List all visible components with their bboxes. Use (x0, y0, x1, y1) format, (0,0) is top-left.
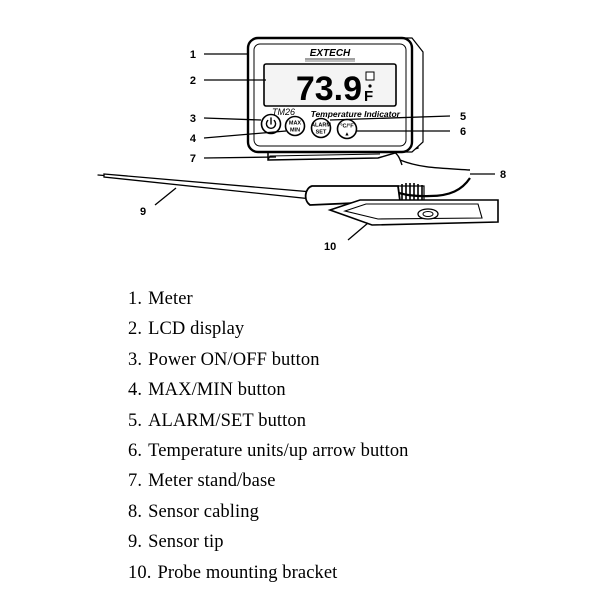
legend-item: 10.Probe mounting bracket (128, 558, 409, 588)
legend-item: 3.Power ON/OFF button (128, 345, 409, 375)
callout-number: 7 (190, 153, 196, 165)
lcd-battery-icon (365, 71, 375, 81)
lcd-display (263, 63, 397, 107)
callout-number: 6 (460, 126, 466, 138)
callout-number: 3 (190, 113, 196, 125)
alarm-set-button[interactable]: ALARM SET (310, 117, 331, 139)
units-label: °C/°F (340, 124, 354, 130)
legend-number: 7. (128, 471, 143, 492)
callout-number: 10 (324, 241, 336, 253)
sensor-probe (97, 173, 313, 200)
callout-number: 5 (460, 111, 466, 123)
legend-number: 8. (128, 501, 143, 522)
legend-number: 2. (128, 319, 143, 340)
callout-number: 4 (190, 133, 197, 145)
set-label: SET (316, 130, 327, 136)
lcd-unit: F (364, 88, 373, 105)
legend-number: 1. (128, 289, 143, 309)
sensor-cable (391, 149, 471, 198)
legend-item: 7.Meter stand/base (128, 466, 409, 496)
legend-number: 10. (128, 562, 152, 583)
legend-item: 1.Meter (128, 284, 409, 314)
legend-label: Power ON/OFF button (148, 349, 320, 370)
legend-label: LCD display (148, 319, 245, 340)
legend-item: 6.Temperature units/up arrow button (128, 436, 409, 466)
legend-item: 4.MAX/MIN button (128, 375, 409, 405)
callout-number: 8 (500, 169, 506, 181)
callout-number: 9 (140, 206, 146, 218)
power-button[interactable] (260, 113, 282, 135)
lcd-degree-icon (368, 84, 372, 88)
legend-label: ALARM/SET button (148, 410, 307, 431)
max-min-button[interactable]: MAX MIN (284, 115, 306, 137)
legend-number: 6. (128, 440, 143, 461)
legend-label: MAX/MIN button (148, 380, 286, 401)
meter-illustration: EXTECH 73.9 F TM26 Temperature Indicator… (97, 36, 506, 253)
device-subtitle: Temperature Indicator (311, 109, 401, 119)
alarm-label: ALARM (311, 123, 331, 129)
power-icon (265, 117, 277, 129)
legend-item: 5.ALARM/SET button (128, 406, 409, 436)
legend-item: 8.Sensor cabling (128, 497, 409, 527)
legend-number: 9. (128, 532, 143, 553)
model-label: TM26 (272, 107, 295, 117)
up-arrow-icon: ▲ (344, 132, 349, 138)
min-label: MIN (290, 128, 300, 134)
brand-logo: EXTECH (310, 48, 351, 59)
legend-label: Temperature units/up arrow button (148, 440, 409, 461)
legend-item: 2.LCD display (128, 314, 409, 344)
legend-label: Sensor tip (148, 532, 224, 553)
max-label: MAX (289, 121, 302, 127)
legend-item: 9.Sensor tip (128, 527, 409, 557)
callout-number: 1 (190, 49, 196, 61)
legend-label: Meter stand/base (148, 471, 276, 492)
lcd-reading: 73.9 (296, 70, 362, 108)
legend-label: Sensor cabling (148, 501, 259, 522)
parts-legend: 1.Meter 2.LCD display 3.Power ON/OFF but… (128, 284, 409, 588)
callout-leaders (154, 53, 495, 241)
legend-number: 3. (128, 349, 143, 370)
legend-number: 4. (128, 380, 143, 401)
probe-mounting-bracket (327, 199, 499, 226)
callout-number: 2 (190, 75, 196, 87)
legend-number: 5. (128, 410, 143, 431)
legend-label: Probe mounting bracket (157, 562, 338, 583)
units-up-button[interactable]: °C/°F ▲ (336, 118, 358, 140)
legend-label: Meter (148, 289, 193, 309)
